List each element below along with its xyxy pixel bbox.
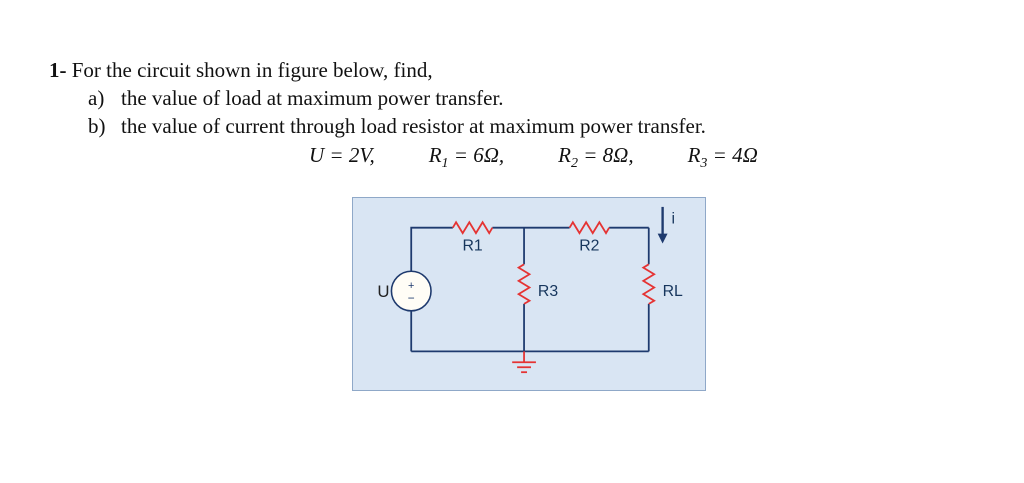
value: = 8Ω, bbox=[577, 143, 634, 167]
problem-number: 1- bbox=[49, 58, 67, 82]
variable: R bbox=[428, 143, 442, 167]
given-value-r3: R3 = 4Ω bbox=[687, 141, 758, 172]
minus-sign: − bbox=[408, 291, 415, 305]
plus-sign: + bbox=[408, 280, 414, 292]
current-label: i bbox=[672, 211, 676, 228]
value: = 4Ω bbox=[707, 143, 758, 167]
variable: R bbox=[558, 143, 571, 167]
list-item-a-label: a) bbox=[88, 86, 105, 110]
resistor-rl-label: RL bbox=[663, 283, 683, 300]
circuit-wires bbox=[410, 226, 650, 353]
given-value-r2: R2 = 8Ω, bbox=[558, 141, 634, 172]
circuit-svg: + − U R1 R2 R3 RL i bbox=[377, 206, 683, 374]
list-item-a-text: the value of load at maximum power trans… bbox=[121, 86, 504, 110]
resistor-r2: R2 bbox=[568, 220, 610, 254]
resistor-r1-label: R1 bbox=[462, 237, 482, 254]
resistor-r2-label: R2 bbox=[579, 237, 599, 254]
subscript: 1 bbox=[441, 156, 449, 172]
problem-heading: 1- For the circuit shown in figure below… bbox=[49, 56, 758, 84]
problem-block: 1- For the circuit shown in figure below… bbox=[49, 56, 758, 172]
resistor-rl: RL bbox=[641, 263, 683, 305]
given-value-r1: R1 = 6Ω, bbox=[428, 141, 505, 172]
resistor-r1: R1 bbox=[452, 220, 494, 254]
given-value-u: U = 2V, bbox=[309, 141, 375, 169]
subscript: 2 bbox=[570, 156, 578, 172]
problem-statement: For the circuit shown in figure below, f… bbox=[71, 58, 433, 82]
subscript: 3 bbox=[700, 156, 708, 172]
resistor-r3-label: R3 bbox=[538, 283, 558, 300]
voltage-source: + − U bbox=[377, 270, 432, 312]
list-item-b-text: the value of current through load resist… bbox=[121, 114, 706, 138]
list-item-b-label: b) bbox=[88, 114, 106, 138]
ground-icon bbox=[512, 351, 536, 374]
value: = 6Ω, bbox=[448, 143, 505, 167]
current-arrow-icon: i bbox=[657, 206, 676, 244]
value: = 2V, bbox=[324, 143, 375, 167]
list-item-a: a) the value of load at maximum power tr… bbox=[88, 84, 758, 112]
resistor-r3: R3 bbox=[516, 263, 558, 305]
variable: U bbox=[309, 143, 325, 167]
given-values: U = 2V, R1 = 6Ω, R2 = 8Ω, R3 = 4Ω bbox=[309, 141, 758, 172]
circuit-figure: + − U R1 R2 R3 RL i bbox=[352, 197, 706, 391]
variable: R bbox=[687, 143, 701, 167]
list-item-b: b) the value of current through load res… bbox=[88, 112, 758, 140]
source-label: U bbox=[377, 282, 389, 301]
